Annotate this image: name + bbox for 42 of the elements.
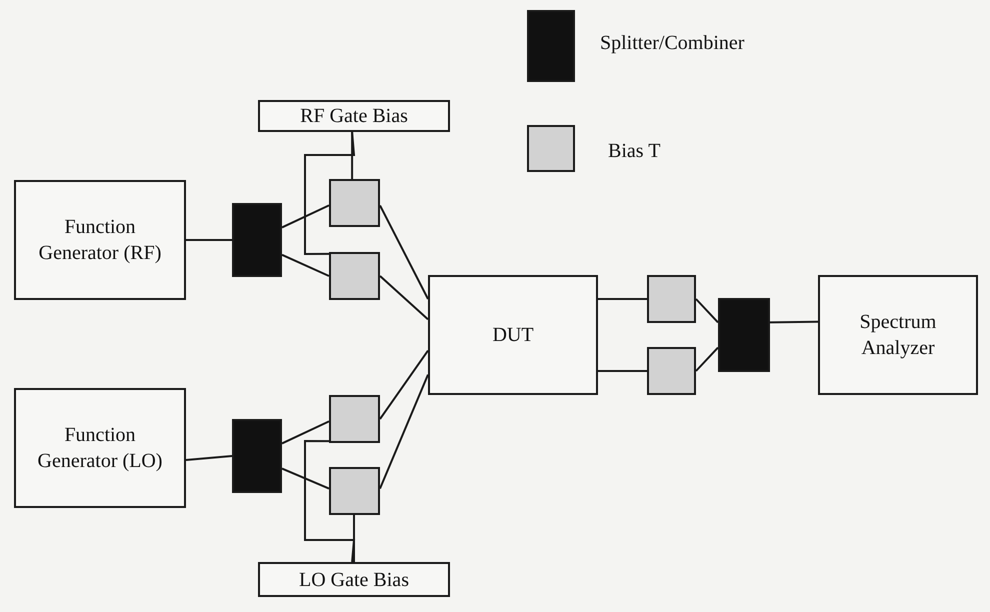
connector-line <box>282 204 330 228</box>
connector-line <box>770 320 818 324</box>
connector-line <box>695 346 719 372</box>
connector-line <box>186 455 232 461</box>
bias-t-block <box>647 275 696 323</box>
device-box <box>428 275 598 395</box>
bias-t-block <box>329 252 380 300</box>
device-box <box>14 388 186 508</box>
connector-line <box>282 254 330 277</box>
connector-line <box>282 420 330 444</box>
device-box <box>258 100 450 132</box>
bias-t-block <box>647 347 696 395</box>
connector-line <box>598 370 647 372</box>
splitter-combiner-block <box>718 298 770 372</box>
device-label: Spectrum Analyzer <box>858 310 938 361</box>
connector-line <box>598 298 647 300</box>
bias-t-block <box>329 395 380 443</box>
device-label: DUT <box>491 323 535 348</box>
connector-line <box>695 298 719 324</box>
connector-line <box>186 239 232 241</box>
connector-line <box>304 132 356 255</box>
connector-line <box>353 515 355 562</box>
splitter-combiner-block <box>232 419 282 493</box>
device-label: RF Gate Bias <box>299 104 409 129</box>
connector-line <box>379 204 429 300</box>
legend-label: Splitter/Combiner <box>600 32 744 55</box>
device-label: Function Generator (LO) <box>36 423 164 474</box>
device-box <box>258 562 450 597</box>
bias-t-block <box>329 179 380 227</box>
device-box <box>818 275 978 395</box>
splitter-combiner-block <box>232 203 282 277</box>
connector-line <box>379 275 429 320</box>
connector-line <box>304 440 356 562</box>
connector-line <box>351 132 354 179</box>
bias-t-block <box>329 467 380 515</box>
legend-label: Bias T <box>608 140 660 163</box>
connector-line <box>282 468 330 490</box>
connector-line <box>379 350 429 420</box>
device-box <box>14 180 186 300</box>
device-label: Function Generator (RF) <box>38 215 162 266</box>
device-label: LO Gate Bias <box>298 568 410 592</box>
connector-line <box>379 374 429 489</box>
